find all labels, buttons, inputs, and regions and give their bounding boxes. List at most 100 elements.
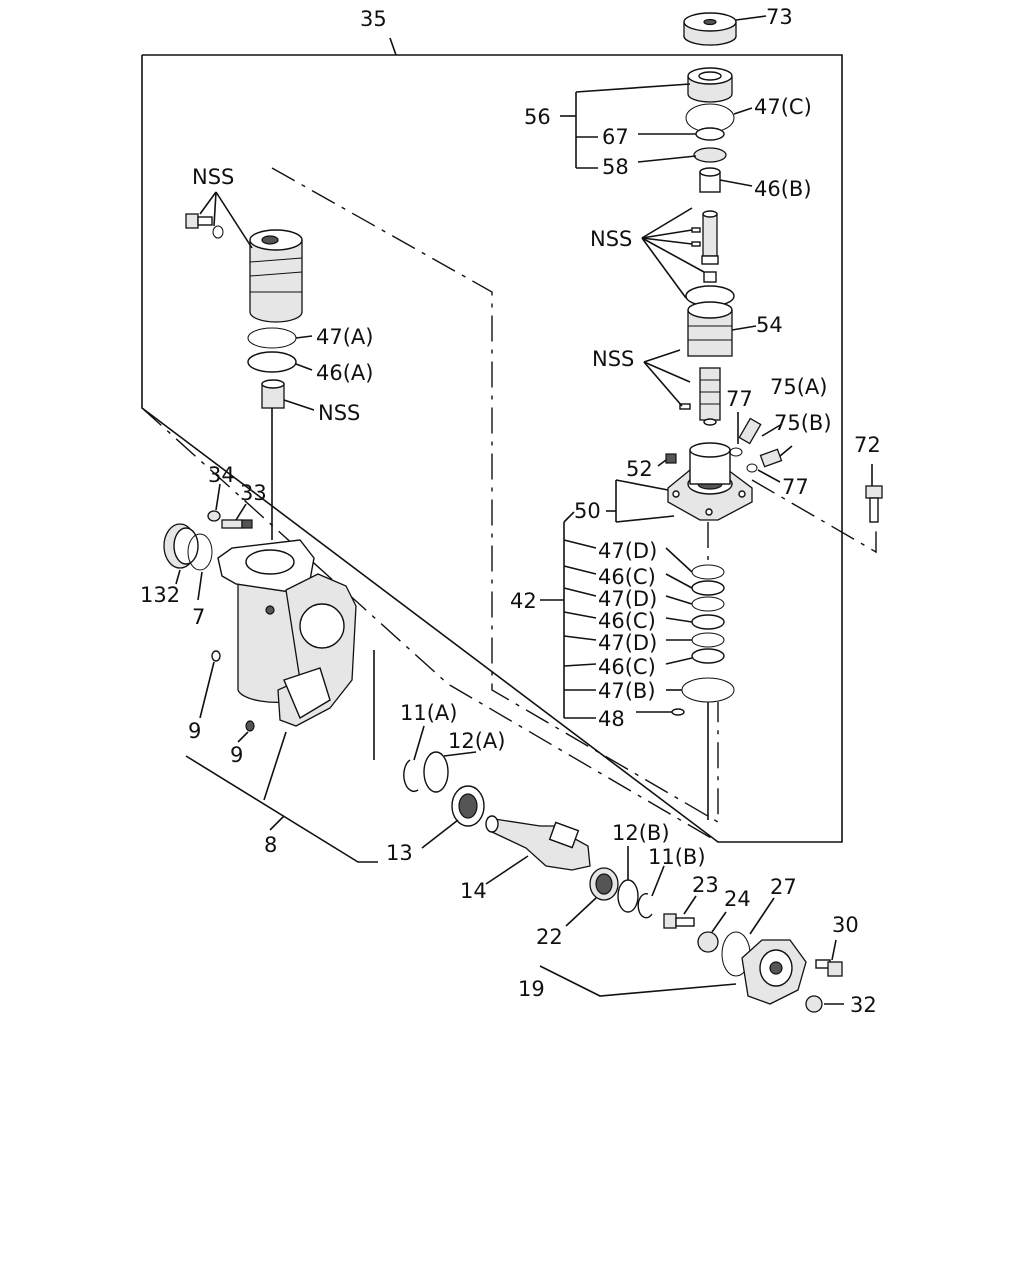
label-46b: 46(B) [754,177,812,201]
washer-77a [729,447,743,457]
label-47b: 47(B) [598,679,656,703]
label-42: 42 [510,589,537,613]
plug-9-lower [245,720,255,732]
label-75b: 75(B) [774,411,832,435]
label-72: 72 [854,433,881,457]
ring-46a [247,351,297,373]
label-14: 14 [460,879,487,903]
label-9-upper: 9 [188,719,201,743]
spool-shaft [699,367,721,426]
washer-nss [212,225,224,239]
piston-cylinder [185,213,303,409]
o-ring-7 [187,533,213,571]
label-46a: 46(A) [316,361,373,385]
bolt-nss [185,213,213,229]
side-cover [741,939,807,1005]
label-132: 132 [140,583,180,607]
label-73: 73 [766,5,793,29]
bearing-22 [589,867,619,901]
label-32: 32 [850,993,877,1017]
label-nss-spool: NSS [592,347,634,371]
stud-33 [221,519,253,529]
bearing-67 [695,127,725,141]
label-34: 34 [208,463,235,487]
callout-labels: 35 73 56 47(C) 67 58 46(B) NSS 54 NSS 77… [140,5,881,1017]
label-35: 35 [360,7,387,31]
label-12a: 12(A) [448,729,505,753]
plug-52 [665,453,677,464]
bolt-30 [815,959,843,977]
label-48: 48 [598,707,625,731]
label-47d-2: 47(D) [598,587,657,611]
plug-9-upper [211,650,221,662]
fitting-75a [738,417,762,445]
valve-body-54 [685,285,735,357]
cylinder-top [249,229,303,323]
leaders-cylinder [199,191,315,540]
sleeve-46b [699,167,721,193]
gear-housing-8 [217,539,357,727]
label-22: 22 [536,925,563,949]
washer-77b [746,463,758,473]
housing-50 [667,442,753,521]
pin-nss-c [679,403,691,410]
o-ring-47a [247,327,297,349]
label-52: 52 [626,457,653,481]
label-46c-2: 46(C) [598,609,656,633]
label-47a: 47(A) [316,325,373,349]
assembly-frame-35 [141,37,843,843]
label-46c-3: 46(C) [598,655,656,679]
nut-32 [805,995,823,1013]
label-24: 24 [724,887,751,911]
label-46c-1: 46(C) [598,565,656,589]
leaders-shaft [413,725,844,1005]
label-23: 23 [692,873,719,897]
pin-nss-b [691,241,701,247]
valve-pin [703,271,717,283]
fitting-75b [759,448,783,468]
label-56: 56 [524,105,551,129]
cap-73 [683,12,737,46]
label-19: 19 [518,977,545,1001]
label-47d-3: 47(D) [598,631,657,655]
label-11a: 11(A) [400,701,457,725]
seal-58 [693,147,727,163]
sector-shaft-parts [403,751,843,1013]
label-54: 54 [756,313,783,337]
label-33: 33 [240,481,267,505]
label-7: 7 [192,605,205,629]
nut-24 [697,931,719,953]
leaders-valve [540,15,877,820]
leaders-housing [175,483,378,863]
label-12b: 12(B) [612,821,670,845]
snap-ring-11b [637,893,653,919]
seal-stack-42 [671,564,735,716]
seal-132 [163,523,199,569]
bearing-13 [451,785,485,827]
valve-rotor [701,210,719,265]
label-30: 30 [832,913,859,937]
cover-56 [687,67,733,103]
label-47d-1: 47(D) [598,539,657,563]
label-58: 58 [602,155,629,179]
plug-nss [261,379,285,409]
snap-ring-11a [403,759,419,793]
label-11b: 11(B) [648,845,706,869]
screw-34 [207,510,221,522]
label-nss-valve: NSS [590,227,632,251]
sector-shaft-14 [485,815,591,871]
bolt-72 [865,485,883,523]
label-nss-plug: NSS [318,401,360,425]
label-13: 13 [386,841,413,865]
valve-stack [665,12,883,716]
label-27: 27 [770,875,797,899]
label-67: 67 [602,125,629,149]
ring-12a [423,751,449,793]
screw-23 [663,913,695,929]
label-9-lower: 9 [230,743,243,767]
label-50: 50 [574,499,601,523]
ring-12b [617,879,639,913]
pin-nss-a [691,227,701,233]
